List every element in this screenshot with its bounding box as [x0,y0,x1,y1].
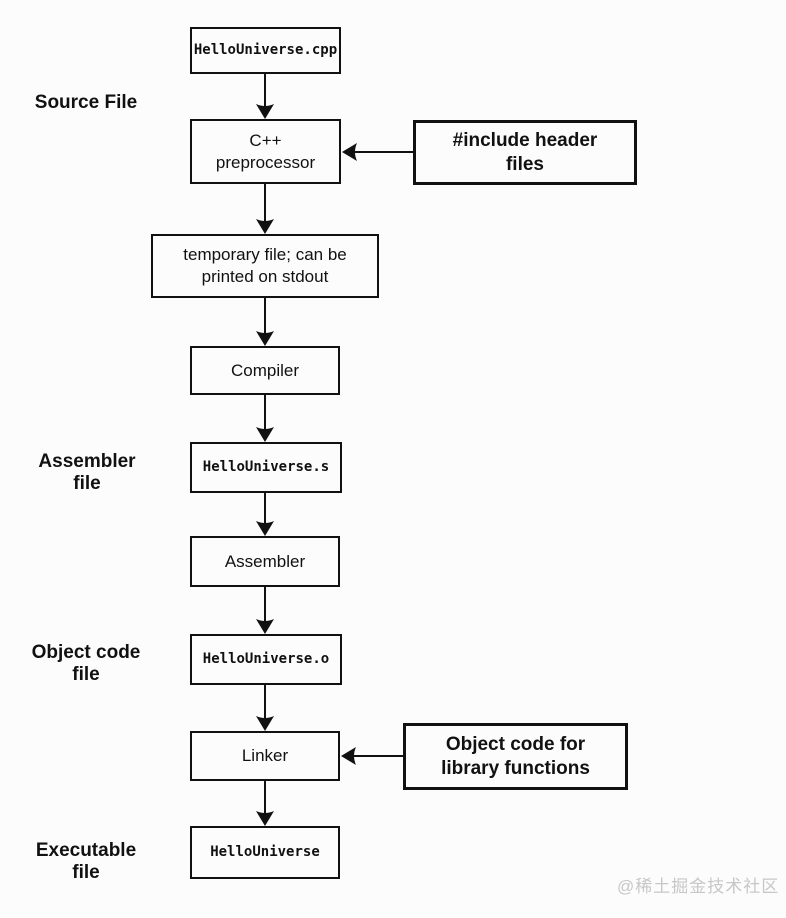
label-object-code-file: Object code file [31,642,141,686]
node-compiler: Compiler [190,346,340,395]
arrowhead-tempfile-to-compiler [256,331,274,346]
annotation-object-code-library: Object code for library functions [403,723,628,790]
node-assembler: Assembler [190,536,340,587]
node-cpp-preprocessor: C++ preprocessor [190,119,341,184]
node-hellouniverse-exe: HelloUniverse [190,826,340,879]
label-assembler-file: Assembler file [38,451,136,495]
node-hellouniverse-o: HelloUniverse.o [190,634,342,685]
watermark-text: @稀土掘金技术社区 [617,877,780,896]
label-executable-file: Executable file [35,840,137,884]
arrowhead-compiler-to-asmfile [256,427,274,442]
node-linker: Linker [190,731,340,781]
node-temporary-file: temporary file; can be printed on stdout [151,234,379,298]
arrowhead-cpp-to-preprocessor [256,104,274,119]
arrowhead-preprocessor-to-tempfile [256,219,274,234]
arrowhead-linker-to-exe [256,811,274,826]
node-hellouniverse-s: HelloUniverse.s [190,442,342,493]
annotation-include-header-files: #include header files [413,120,637,185]
arrowhead-include-to-preprocessor [342,143,357,161]
label-source-file: Source File [34,92,138,113]
arrowhead-asmfile-to-assembler [256,521,274,536]
node-hellouniverse-cpp: HelloUniverse.cpp [190,27,341,74]
arrowhead-assembler-to-objfile [256,619,274,634]
arrowhead-objfile-to-linker [256,716,274,731]
arrowhead-libobj-to-linker [341,747,356,765]
